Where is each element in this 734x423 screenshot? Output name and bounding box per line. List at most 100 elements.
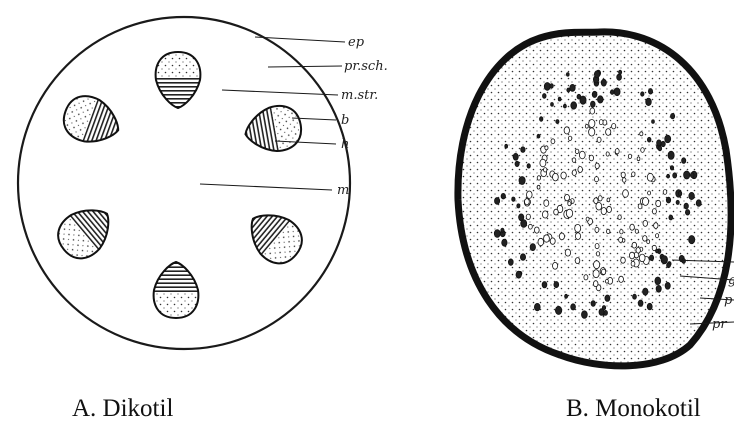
monokotil-bundle bbox=[568, 202, 571, 206]
monokotil-bundle bbox=[553, 262, 558, 269]
monokotil-bundle bbox=[512, 197, 515, 201]
monokotil-bundle bbox=[540, 117, 543, 122]
monokotil-bundle bbox=[554, 282, 559, 288]
monokotil-bundle bbox=[607, 229, 610, 233]
monokotil-bundle bbox=[669, 215, 673, 220]
monokotil-bundle bbox=[593, 281, 598, 287]
monokotil-bundle bbox=[551, 103, 554, 107]
monokotil-bundle bbox=[534, 227, 539, 233]
monokotil-bundle bbox=[590, 108, 595, 114]
monokotil-bundle bbox=[684, 171, 690, 179]
monokotil-bundle bbox=[666, 197, 670, 203]
caption-dikotil: A. Dikotil bbox=[72, 395, 173, 422]
monokotil-bundle bbox=[564, 127, 569, 134]
monokotil-bundle bbox=[515, 161, 519, 166]
monokotil-bundle bbox=[527, 191, 533, 198]
monokotil-bundle bbox=[643, 220, 648, 226]
monokotil-bundle bbox=[614, 88, 620, 96]
monokotil-section: f g p pr B. Monokotil bbox=[458, 32, 734, 422]
monokotil-bundle bbox=[599, 309, 604, 316]
monokotil-bundle bbox=[595, 163, 599, 169]
monokotil-bundle bbox=[601, 208, 606, 215]
monokotil-bundle bbox=[678, 191, 681, 195]
label-h: h bbox=[341, 137, 349, 152]
monokotil-bundle bbox=[537, 185, 540, 189]
monokotil-bundle bbox=[572, 158, 576, 163]
monokotil-bundle bbox=[542, 282, 547, 288]
monokotil-bundle bbox=[620, 230, 623, 234]
monokotil-bundle bbox=[670, 166, 673, 170]
monokotil-bundle bbox=[635, 229, 638, 233]
monokotil-bundle bbox=[555, 306, 561, 314]
monokotil-bundle bbox=[619, 237, 623, 242]
monokotil-bundle bbox=[540, 159, 546, 167]
monokotil-bundle bbox=[655, 277, 661, 285]
monokotil-bundle bbox=[568, 136, 571, 140]
monokotil-bundle bbox=[612, 124, 616, 129]
monokotil-bundle bbox=[648, 89, 652, 95]
monokotil-bundle bbox=[495, 198, 500, 205]
monokotil-bundle bbox=[554, 209, 559, 215]
monokotil-bundle bbox=[637, 157, 640, 161]
monokotil-bundle bbox=[572, 170, 576, 176]
monokotil-bundle bbox=[553, 173, 559, 181]
monokotil-bundle bbox=[663, 190, 667, 195]
monokotil-bundle bbox=[643, 288, 648, 295]
monokotil-bundle bbox=[582, 311, 588, 319]
monokotil-bundle bbox=[571, 304, 576, 310]
monokotil-bundle bbox=[684, 203, 688, 209]
monokotil-bundle bbox=[594, 71, 599, 78]
dikotil-vascular-bundles bbox=[42, 48, 319, 322]
monokotil-bundle bbox=[610, 90, 614, 95]
monokotil-bundle bbox=[647, 303, 652, 310]
monokotil-bundle bbox=[632, 172, 635, 177]
monokotil-bundle bbox=[516, 271, 521, 278]
dikotil-section: ep pr.sch. m.str. b h m A. Dikotil bbox=[18, 17, 388, 422]
monokotil-bundle bbox=[565, 294, 568, 298]
monokotil-bundle bbox=[595, 244, 599, 249]
monokotil-bundle bbox=[640, 132, 643, 136]
monokotil-bundle bbox=[656, 200, 661, 206]
monokotil-bundle bbox=[633, 294, 637, 299]
monokotil-bundle bbox=[505, 144, 508, 148]
monokotil-bundle bbox=[595, 227, 599, 232]
monokotil-bundle bbox=[517, 204, 520, 208]
monokotil-bundle bbox=[543, 94, 547, 99]
monokotil-bundle bbox=[656, 285, 661, 292]
label-b: b bbox=[341, 113, 349, 128]
monokotil-bundle bbox=[598, 96, 604, 103]
monokotil-bundle bbox=[551, 139, 555, 144]
monokotil-bundle bbox=[556, 120, 559, 124]
monokotil-bundle bbox=[575, 258, 580, 264]
monokotil-bundle bbox=[558, 97, 561, 101]
monokotil-bundle bbox=[521, 147, 525, 153]
monokotil-bundle bbox=[597, 137, 601, 142]
monokotil-bundle bbox=[619, 70, 622, 74]
monokotil-bundle bbox=[596, 252, 599, 256]
monokotil-bundle bbox=[654, 223, 658, 229]
vascular-bundle bbox=[232, 194, 318, 280]
monokotil-bundle bbox=[526, 214, 530, 219]
monokotil-bundle bbox=[641, 92, 644, 96]
monokotil-bundle bbox=[598, 196, 602, 201]
label-pr-sch: pr.sch. bbox=[344, 59, 388, 74]
vascular-bundle bbox=[146, 260, 206, 322]
monokotil-bundle bbox=[638, 204, 642, 209]
monokotil-bundle bbox=[537, 176, 540, 180]
monokotil-bundle bbox=[575, 233, 580, 240]
monokotil-bundle bbox=[682, 158, 686, 164]
monokotil-bundle bbox=[544, 235, 550, 242]
monokotil-bundle bbox=[671, 113, 675, 118]
monokotil-bundle bbox=[530, 244, 535, 251]
monokotil-bundle bbox=[494, 230, 500, 238]
monokotil-bundle bbox=[621, 172, 625, 178]
monokotil-bundle bbox=[575, 224, 581, 232]
label-mono-pr: pr bbox=[712, 317, 727, 332]
monokotil-bundle bbox=[643, 236, 647, 242]
monokotil-bundle bbox=[665, 135, 671, 143]
monokotil-bundle bbox=[550, 238, 555, 244]
monokotil-bundle bbox=[667, 263, 671, 268]
monokotil-bundle bbox=[544, 168, 547, 172]
monokotil-bundle bbox=[646, 98, 652, 105]
monokotil-bundle bbox=[589, 128, 595, 136]
